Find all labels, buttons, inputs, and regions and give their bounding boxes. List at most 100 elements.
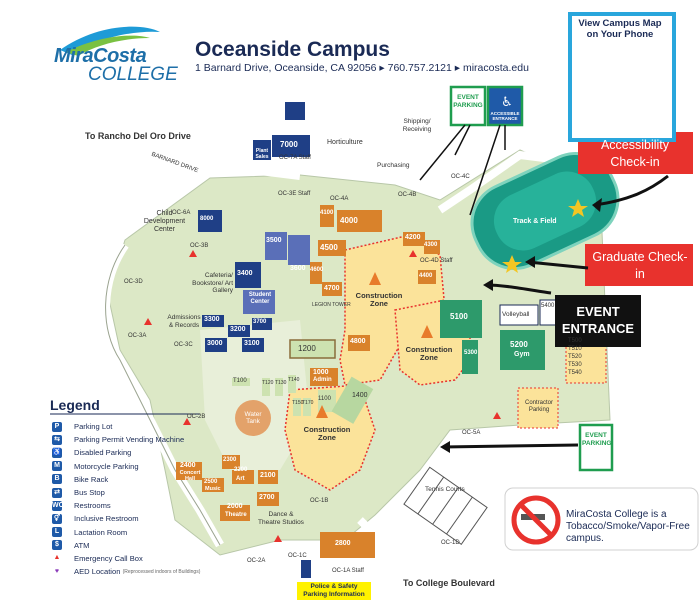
legend-label: Disabled Parking: [74, 448, 132, 458]
legend-label: Parking Lot: [74, 422, 113, 432]
building-3100-label: 3100: [244, 340, 260, 347]
building-2000-theatre-label: Theatre: [225, 512, 247, 518]
emergency-call-box-icon: ▲: [53, 554, 61, 562]
event-parking-lines: [419, 124, 506, 216]
to-rancho-label: To Rancho Del Oro Drive: [85, 131, 191, 141]
t540-label: T540: [568, 370, 582, 376]
t140-label: T140: [288, 377, 300, 383]
building-4600-label: 4600: [310, 267, 324, 273]
contractor-parking-label: Contractor Parking: [524, 400, 553, 413]
event-entrance-bg: [555, 295, 641, 347]
event-entrance-label: EVENT ENTRANCE: [561, 304, 635, 336]
cafeteria-label: Cafeteria/ Bookstore/ Art Gallery: [192, 272, 233, 294]
legend-item: ⇄Bus Stop: [52, 486, 200, 499]
building-2100-label: 2100: [260, 472, 276, 479]
building-2300: [222, 455, 240, 469]
disabled-parking-icon: ♿: [52, 447, 62, 458]
t170-building: [303, 398, 311, 416]
building-1400-label: 1400: [352, 392, 368, 399]
bus-stop-icon: ⇄: [52, 487, 62, 498]
water-tank-label: Water Tank: [244, 411, 262, 425]
admissions-label: Admissions & Records: [167, 314, 201, 329]
oc3e-staff-label: OC-3E Staff: [278, 191, 311, 197]
road-outline: [105, 244, 221, 546]
building-4600: [310, 262, 322, 284]
lot-oc-4a: OC-4A: [330, 196, 349, 202]
child-development-label: Child Development Center: [143, 210, 186, 233]
building-2400: [176, 462, 202, 480]
t150-label: T150: [292, 400, 304, 406]
nosmoke-text: MiraCosta College is a Tobacco/Smoke/Vap…: [566, 509, 690, 544]
building-5100: [440, 300, 482, 338]
lot-oc-3d: OC-3D: [124, 279, 143, 285]
music-label: Music: [205, 486, 221, 492]
dance-theatre-label: Dance & Theatre Studios: [258, 511, 304, 526]
qr-caption: View Campus Map on Your Phone: [578, 18, 662, 40]
t520-label: T520: [568, 354, 582, 360]
water-tank: [235, 400, 271, 436]
building-4300-label: 4300: [424, 242, 438, 248]
concert-hall-label: Concert Hall: [179, 470, 201, 482]
t130-label: T130: [275, 380, 287, 386]
building-5200: [500, 330, 545, 370]
accessibility-checkin-label: Accessibility Check-in: [600, 138, 670, 169]
lawn-area: [200, 320, 310, 470]
legend-item: ⚥Inclusive Restroom: [52, 512, 200, 525]
construction-zone-label-mid: Construction Zone: [405, 345, 453, 362]
tennis-courts: [403, 466, 488, 546]
building-3700-label: 3700: [253, 319, 267, 325]
legend-item: ♥AED Location (Reprocessed indoors of Bu…: [52, 565, 200, 578]
t500-label: T500: [568, 338, 582, 344]
event-parking-top-label: EVENT PARKING: [453, 94, 483, 109]
cone-icon: [369, 272, 381, 285]
page-title: Oceanside Campus: [195, 38, 390, 61]
building-2800-label: 2800: [335, 540, 351, 547]
building-3400-label: 3400: [237, 270, 253, 277]
building-4700: [322, 282, 342, 296]
arrow-accessibility: [594, 174, 669, 207]
building-3700: [252, 318, 272, 330]
building-2700-label: 2700: [259, 494, 275, 501]
building-3300-label: 3300: [204, 316, 220, 323]
lot-oc-1d: OC-1D: [441, 540, 460, 546]
legend-label: Inclusive Restroom: [74, 514, 139, 524]
building-2800: [320, 532, 375, 558]
building-4400: [418, 270, 436, 284]
aed-note: (Reprocessed indoors of Buildings): [122, 568, 201, 575]
motorcycle-icon: M: [52, 461, 62, 472]
qr-panel[interactable]: [568, 12, 676, 142]
arrow-graduate: [527, 260, 589, 270]
legend-item: ♿ Disabled Parking: [52, 446, 200, 459]
building-2500: [202, 478, 224, 492]
police-sign-post: [301, 560, 311, 578]
building-volleyball: [499, 304, 539, 326]
event-parking-bottom-label: EVENT PARKING: [582, 432, 612, 447]
legend-title: Legend: [50, 397, 100, 413]
construction-zone-label-south: Construction Zone: [303, 425, 351, 442]
t100-label: T100: [233, 378, 247, 384]
building-4200-label: 4200: [405, 234, 421, 241]
t140-building: [288, 375, 296, 393]
horticulture-label: Horticulture: [327, 139, 363, 146]
building-4400-label: 4400: [419, 273, 433, 279]
arrowheads: [440, 198, 602, 453]
t130-building: [275, 378, 283, 396]
lot-oc-4c: OC-4C: [451, 174, 470, 180]
vending-machine-icon: ⇆: [52, 434, 62, 445]
legend-label: Lactation Room: [74, 527, 128, 537]
restroom-icon: WC: [52, 500, 64, 511]
oc1a-staff-label: OC-1A Staff: [332, 568, 364, 574]
building-2700: [257, 492, 279, 506]
cone-icon: [316, 405, 328, 418]
building-4100-label: 4100: [320, 210, 334, 216]
legend-item: ⇆Parking Permit Vending Machine: [52, 433, 200, 446]
lot-oc-2a: OC-2A: [247, 558, 266, 564]
building-5200-gym-label: Gym: [514, 351, 530, 358]
building-3600-label: 3600: [290, 265, 306, 272]
accessible-entrance-sign: [486, 85, 524, 127]
accessible-icon: ♿: [501, 95, 513, 110]
oc4d-staff-label: OC-4D Staff: [420, 258, 453, 264]
